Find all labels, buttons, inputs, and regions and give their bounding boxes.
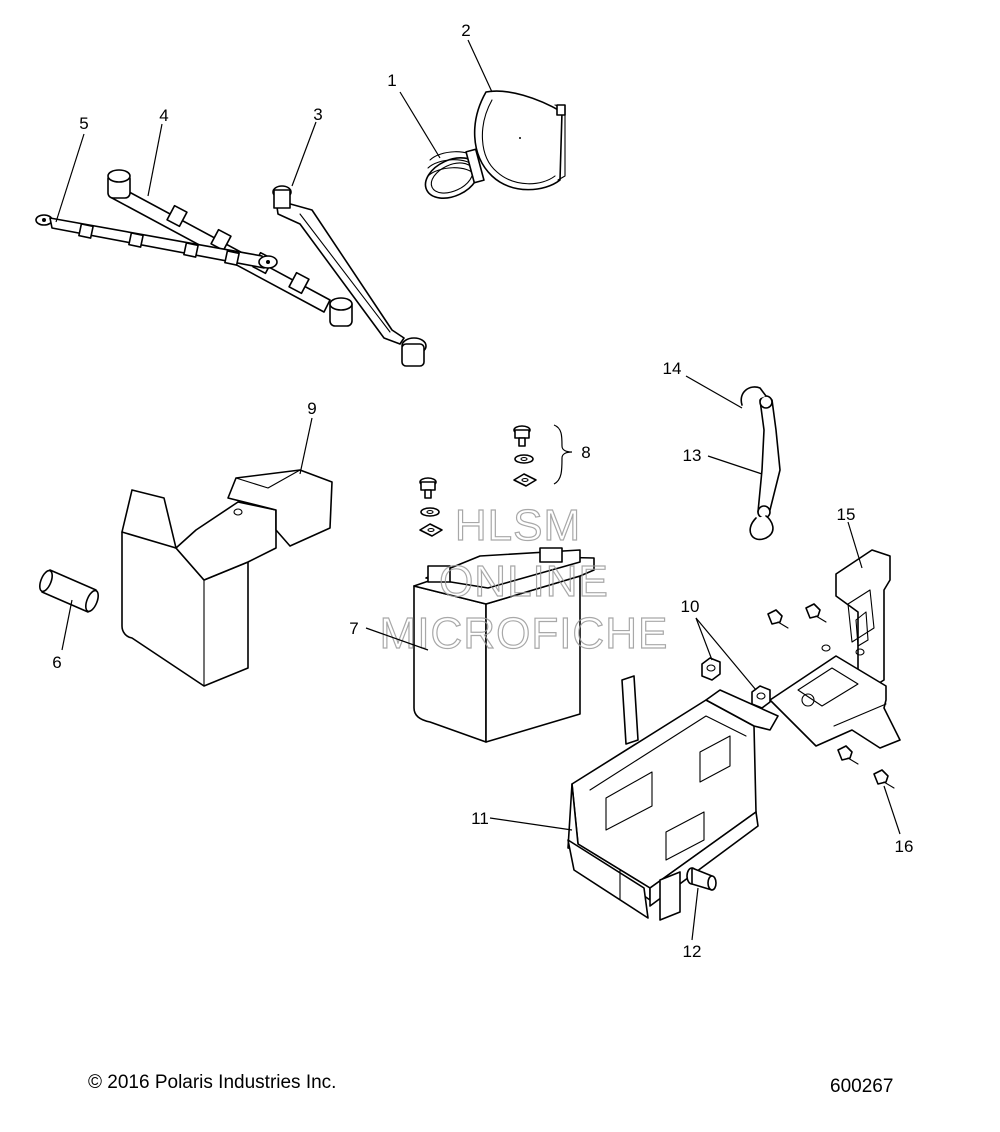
callout-7: 7 (349, 619, 358, 638)
part-7-battery (413, 547, 595, 743)
leader-lines (55, 39, 901, 941)
part-12-stud (686, 867, 717, 891)
callout-16: 16 (895, 837, 914, 856)
callout-15: 15 (837, 505, 856, 524)
callout-4: 4 (159, 106, 168, 125)
copyright-notice: © 2016 Polaris Industries Inc. (88, 1072, 337, 1093)
callout-8: 8 (581, 443, 590, 462)
watermark: HLSM ONLINE MICROFICHE (379, 500, 669, 658)
part-14-hook (740, 386, 767, 406)
part-4-battery-cable (107, 169, 353, 327)
callout-3: 3 (313, 105, 322, 124)
watermark-line-1: HLSM (455, 501, 581, 550)
callout-5: 5 (79, 114, 88, 133)
part-3-battery-cable (272, 185, 427, 367)
callout-14: 14 (663, 359, 682, 378)
callout-12: 12 (683, 942, 702, 961)
callout-2: 2 (461, 21, 470, 40)
watermark-line-2: ONLINE (439, 557, 609, 606)
part-5-ground-cable (35, 214, 278, 269)
part-2-cover-disc (473, 90, 566, 191)
callout-9: 9 (307, 399, 316, 418)
watermark-line-3: MICROFICHE (380, 609, 669, 658)
callout-13: 13 (683, 446, 702, 465)
callout-6: 6 (52, 653, 61, 672)
part-11-battery-box (567, 675, 779, 921)
part-6-tube (38, 569, 100, 613)
callout-1: 1 (387, 71, 396, 90)
part-10-nuts (701, 657, 771, 709)
diagram-number: 600267 (830, 1076, 894, 1097)
part-15-bracket (769, 549, 901, 749)
callout-11: 11 (471, 809, 489, 828)
callout-10: 10 (681, 597, 700, 616)
part-16-bolts (767, 603, 895, 789)
part-13-strap (749, 395, 781, 541)
part-1-coil-strap (424, 148, 485, 199)
callouts: 1 2 3 4 5 6 7 8 9 10 11 12 13 14 15 16 (52, 21, 913, 961)
part-9-terminal-cover (121, 469, 333, 687)
part-8-hardware (419, 424, 573, 537)
